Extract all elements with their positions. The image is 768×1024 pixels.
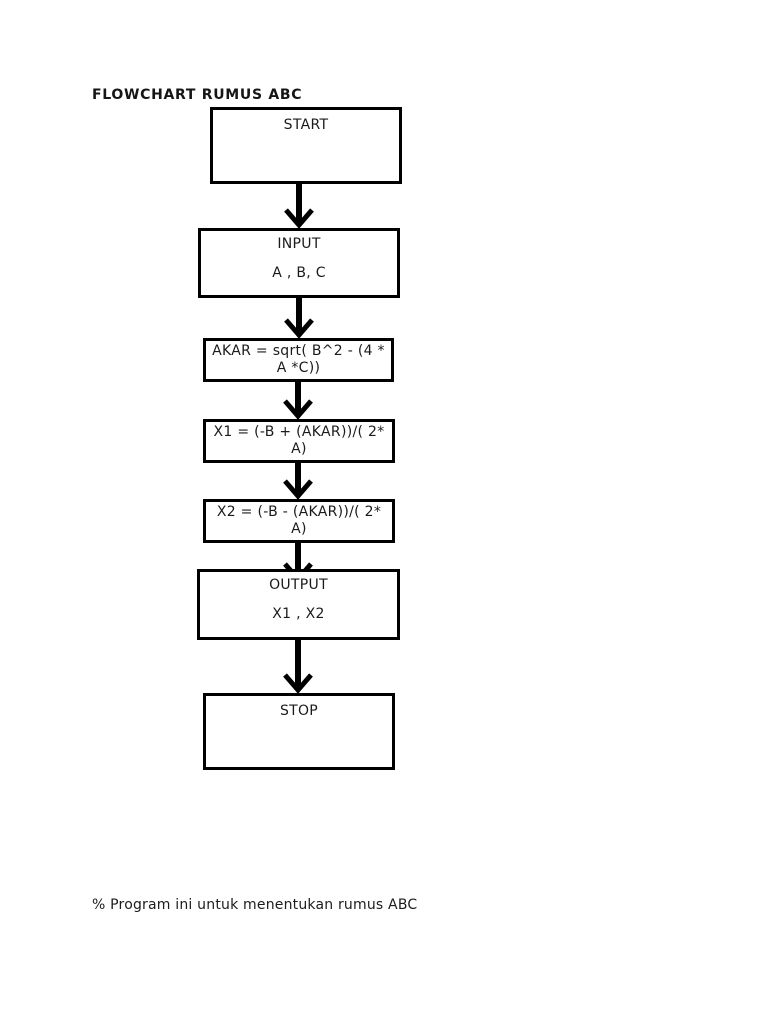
node-output-label: OUTPUT [269,577,328,593]
node-akar-formula-line2: A *C)) [276,360,321,376]
node-stop-label: STOP [279,703,319,719]
node-input-variables: A , B, C [272,265,326,281]
arrow-akar-to-x1 [283,382,313,419]
arrow-start-to-input [284,183,314,228]
flow-node-x1-formula: X1 = (-B + (AKAR))/( 2* A) [203,419,395,463]
page-title: FLOWCHART RUMUS ABC [92,87,303,103]
node-x1-formula-line1: X1 = (-B + (AKAR))/( 2* [213,424,385,440]
flow-node-output: OUTPUT X1 , X2 [197,569,400,640]
footer-note: % Program ini untuk menentukan rumus ABC [92,897,418,913]
node-output-variables: X1 , X2 [272,606,325,622]
flow-node-start: START [210,107,402,184]
arrow-input-to-akar [284,297,314,338]
node-akar-formula-line1: AKAR = sqrt( B^2 - (4 * [212,343,385,359]
flow-node-akar-formula: AKAR = sqrt( B^2 - (4 * A *C)) [203,338,394,382]
arrow-output-to-stop [283,640,313,693]
node-x2-formula-line2: A) [291,521,307,537]
arrow-x1-to-x2 [283,463,313,499]
node-x2-formula-line1: X2 = (-B - (AKAR))/( 2* [216,504,382,520]
node-x1-formula-line2: A) [291,441,307,457]
node-start-label: START [283,117,329,133]
flow-node-input: INPUT A , B, C [198,228,400,298]
flow-node-x2-formula: X2 = (-B - (AKAR))/( 2* A) [203,499,395,543]
node-input-label: INPUT [277,236,321,252]
flow-node-stop: STOP [203,693,395,770]
